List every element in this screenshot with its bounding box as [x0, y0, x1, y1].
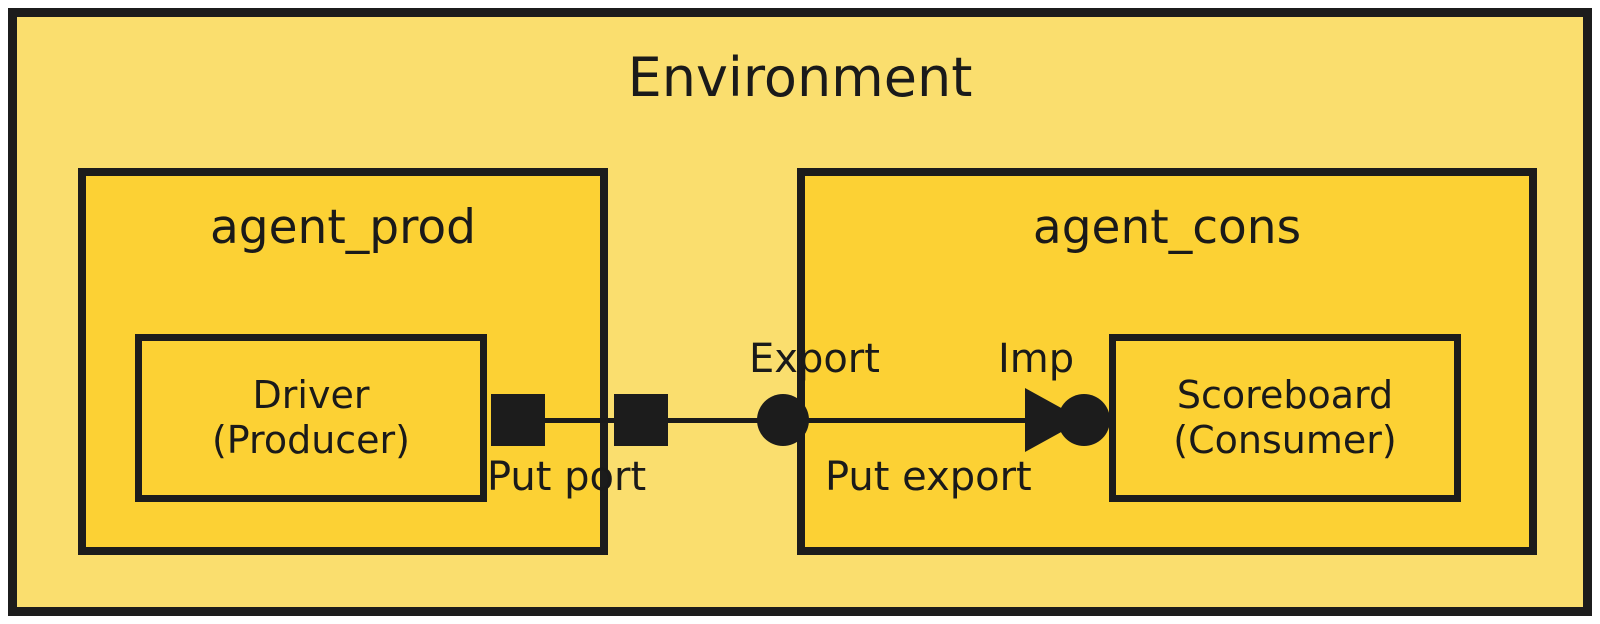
export-circle-icon: [757, 394, 809, 446]
imp-label: Imp: [998, 336, 1075, 382]
environment-box: Environment agent_prod agent_cons Driver…: [8, 8, 1592, 616]
put-export-label: Put export: [825, 454, 1032, 500]
scoreboard-subtitle: (Consumer): [1173, 418, 1397, 462]
component-box-scoreboard: Scoreboard (Consumer): [1109, 334, 1461, 502]
imp-circle-icon: [1058, 394, 1110, 446]
environment-title: Environment: [627, 46, 973, 109]
agent-prod-title: agent_prod: [210, 200, 476, 255]
put-port-label: Put port: [487, 454, 647, 500]
put-port-square-driver: [491, 394, 545, 446]
put-port-square-agent-boundary: [614, 394, 668, 446]
driver-subtitle: (Producer): [211, 418, 411, 462]
agent-cons-title: agent_cons: [1032, 200, 1302, 255]
scoreboard-title: Scoreboard: [1176, 373, 1394, 418]
driver-title: Driver: [252, 373, 370, 418]
export-label: Export: [749, 336, 880, 382]
component-box-driver: Driver (Producer): [135, 334, 487, 502]
